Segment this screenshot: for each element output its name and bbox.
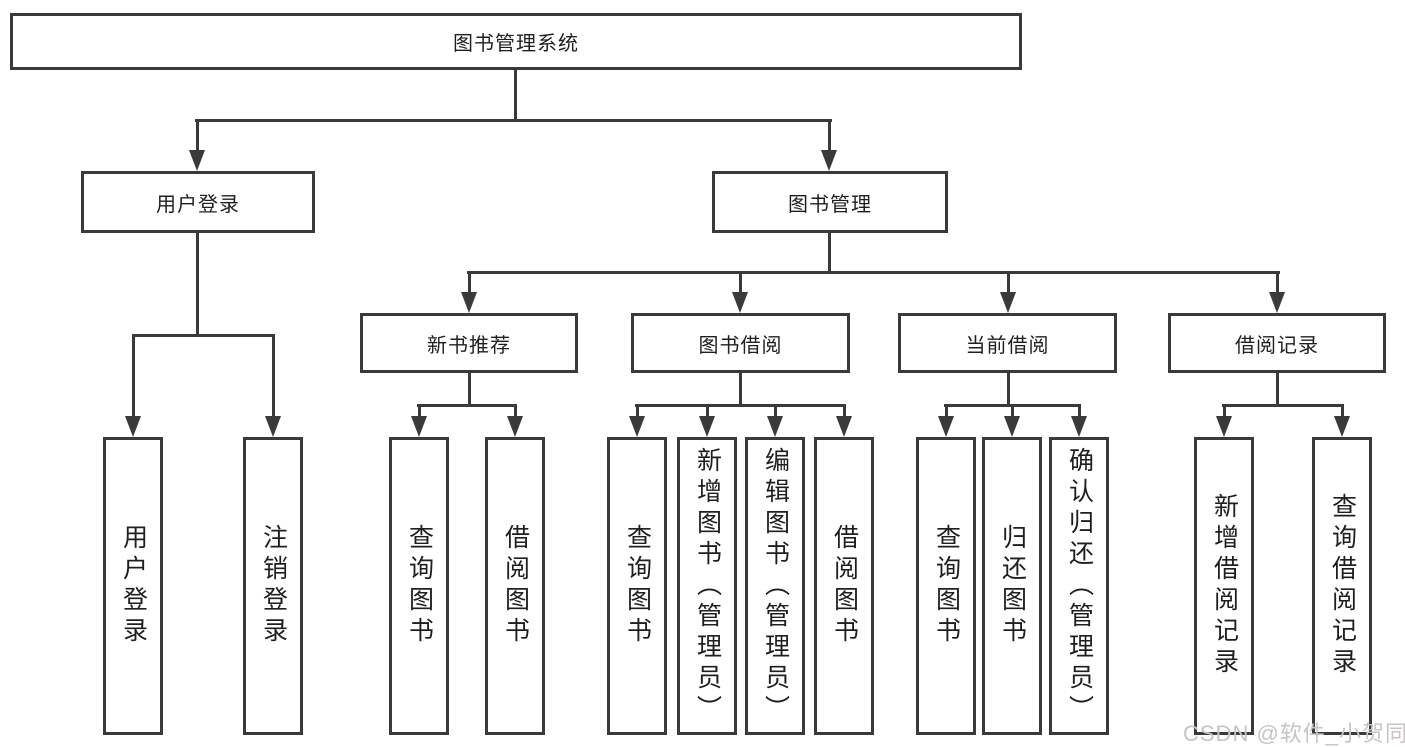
leaf-label: 确认归还（管理员） [1065, 446, 1094, 726]
connector-drop [706, 404, 709, 420]
leaf-query-borrow-record: 查询借阅记录 [1312, 437, 1372, 735]
arrow-down-icon [265, 416, 281, 437]
arrow-down-icon [1071, 416, 1087, 437]
leaf-edit-book-admin: 编辑图书（管理员） [745, 437, 805, 735]
leaf-label: 新增借阅记录 [1210, 493, 1239, 679]
leaf-label: 注销登录 [259, 524, 288, 648]
leaf-query-books-current: 查询图书 [916, 437, 976, 735]
arrow-down-icon [767, 416, 783, 437]
connector-stem [196, 233, 199, 337]
arrow-down-icon [411, 416, 427, 437]
arrow-down-icon [1269, 292, 1285, 313]
connector-drop [1341, 404, 1344, 420]
connector-hbar [132, 334, 275, 337]
arrow-down-icon [836, 416, 852, 437]
leaf-borrow-books: 借阅图书 [814, 437, 874, 735]
leaf-label: 查询图书 [932, 524, 961, 648]
csdn-watermark: CSDN @软件_小贺同学 [1183, 721, 1405, 746]
arrow-down-icon [461, 292, 477, 313]
arrow-down-icon [1000, 292, 1016, 313]
arrow-down-icon [1216, 416, 1232, 437]
arrow-down-icon [629, 416, 645, 437]
connector-drop [418, 404, 421, 420]
node-user-login: 用户登录 [81, 171, 315, 233]
connector-drop [1276, 271, 1279, 295]
connector-stem [828, 233, 831, 274]
connector-drop [1223, 404, 1226, 420]
arrow-down-icon [732, 292, 748, 313]
node-book-management: 图书管理 [712, 171, 948, 233]
arrow-down-icon [699, 416, 715, 437]
connector-hbar [467, 271, 1280, 274]
connector-drop [1007, 271, 1010, 295]
arrow-down-icon [1004, 416, 1020, 437]
arrow-down-icon [938, 416, 954, 437]
connector-stem [514, 70, 517, 122]
node-book-borrowing: 图书借阅 [631, 313, 850, 373]
connector-drop [1011, 404, 1014, 420]
connector-hbar [195, 119, 832, 122]
leaf-label: 借阅图书 [501, 524, 530, 648]
connector-hbar [417, 404, 517, 407]
leaf-query-books-recommend: 查询图书 [389, 437, 449, 735]
connector-hbar [1222, 404, 1344, 407]
node-borrowing-records: 借阅记录 [1168, 313, 1386, 373]
leaf-logout: 注销登录 [243, 437, 303, 735]
leaf-query-books-borrowing: 查询图书 [607, 437, 667, 735]
leaf-return-books: 归还图书 [982, 437, 1042, 735]
connector-stem [1276, 373, 1279, 407]
leaf-label: 归还图书 [998, 524, 1027, 648]
leaf-label: 新增图书（管理员） [693, 446, 722, 726]
connector-drop [774, 404, 777, 420]
connector-drop [196, 119, 199, 153]
connector-drop [843, 404, 846, 420]
connector-stem [739, 373, 742, 407]
leaf-user-login: 用户登录 [103, 437, 163, 735]
connector-drop [514, 404, 517, 420]
leaf-label: 用户登录 [119, 524, 148, 648]
arrow-down-icon [507, 416, 523, 437]
arrow-down-icon [1334, 416, 1350, 437]
leaf-borrow-books-recommend: 借阅图书 [485, 437, 545, 735]
node-new-book-recommendation: 新书推荐 [360, 313, 578, 373]
arrow-down-icon [821, 150, 837, 171]
leaf-add-borrow-record: 新增借阅记录 [1194, 437, 1254, 735]
connector-drop [636, 404, 639, 420]
connector-drop [272, 334, 275, 420]
arrow-down-icon [125, 416, 141, 437]
connector-drop [945, 404, 948, 420]
leaf-label: 查询图书 [405, 524, 434, 648]
connector-stem [1007, 373, 1010, 407]
connector-hbar [635, 404, 846, 407]
connector-drop [468, 271, 471, 295]
leaf-label: 借阅图书 [830, 524, 859, 648]
leaf-label: 查询图书 [623, 524, 652, 648]
node-root-library-system: 图书管理系统 [10, 13, 1022, 70]
leaf-confirm-return-admin: 确认归还（管理员） [1049, 437, 1109, 735]
leaf-add-book-admin: 新增图书（管理员） [677, 437, 737, 735]
leaf-label: 编辑图书（管理员） [761, 446, 790, 726]
node-current-borrowing: 当前借阅 [898, 313, 1117, 373]
connector-stem [468, 373, 471, 407]
connector-drop [1078, 404, 1081, 420]
connector-drop [828, 119, 831, 153]
arrow-down-icon [189, 150, 205, 171]
connector-drop [739, 271, 742, 295]
leaf-label: 查询借阅记录 [1328, 493, 1357, 679]
connector-drop [132, 334, 135, 420]
